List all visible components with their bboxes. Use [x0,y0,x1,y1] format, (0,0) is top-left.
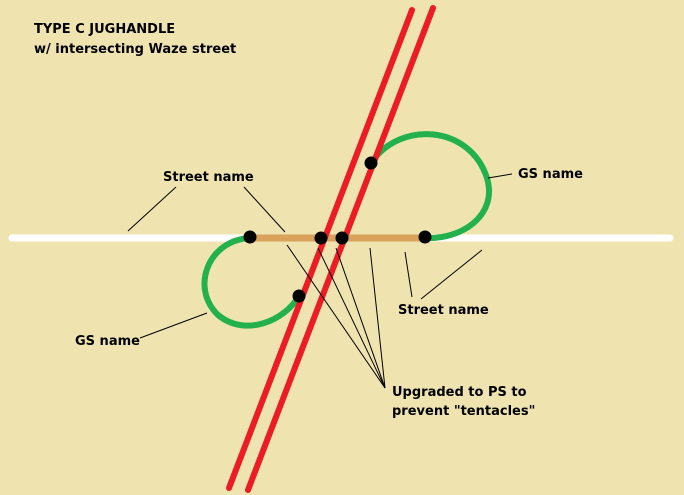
leader-upgraded-1 [286,244,386,389]
node-left-end [243,230,257,244]
leader-gs-name-left [139,312,208,339]
upgraded-note-line-1: Upgraded to PS to [392,385,527,400]
gs-name-label-left: GS name [75,334,140,349]
node-highway-left [314,231,328,245]
title-line-2: w/ intersecting Waze street [34,42,237,57]
gs-name-label-right: GS name [518,167,583,182]
leader-upgraded-3 [335,247,386,389]
leader-street-name-top [127,186,177,232]
highway-right-carriageway [245,5,436,493]
leader-gs-name-right [487,173,513,179]
ramp-right [368,131,492,242]
street-name-label-top: Street name [163,170,254,185]
street-name-label-bottom: Street name [398,303,489,318]
leader-upgraded-2 [317,247,386,389]
node-right-end [418,230,432,244]
ramp-left [201,235,302,329]
node-ramp-right-top [364,156,378,170]
leader-upgraded-4 [369,247,386,389]
node-highway-right [335,231,349,245]
leader-street-name-top-2 [243,186,286,233]
upgraded-note: Upgraded to PS to prevent "tentacles" [392,383,535,421]
diagram-title: TYPE C JUGHANDLE w/ intersecting Waze st… [34,20,236,60]
title-line-1: TYPE C JUGHANDLE [34,22,176,37]
leader-street-name-bottom-1 [420,249,483,300]
upgraded-note-line-2: prevent "tentacles" [392,404,536,419]
highway-left-carriageway [226,7,415,491]
leader-street-name-bottom-2 [404,251,413,298]
node-ramp-left-bottom [292,289,306,303]
